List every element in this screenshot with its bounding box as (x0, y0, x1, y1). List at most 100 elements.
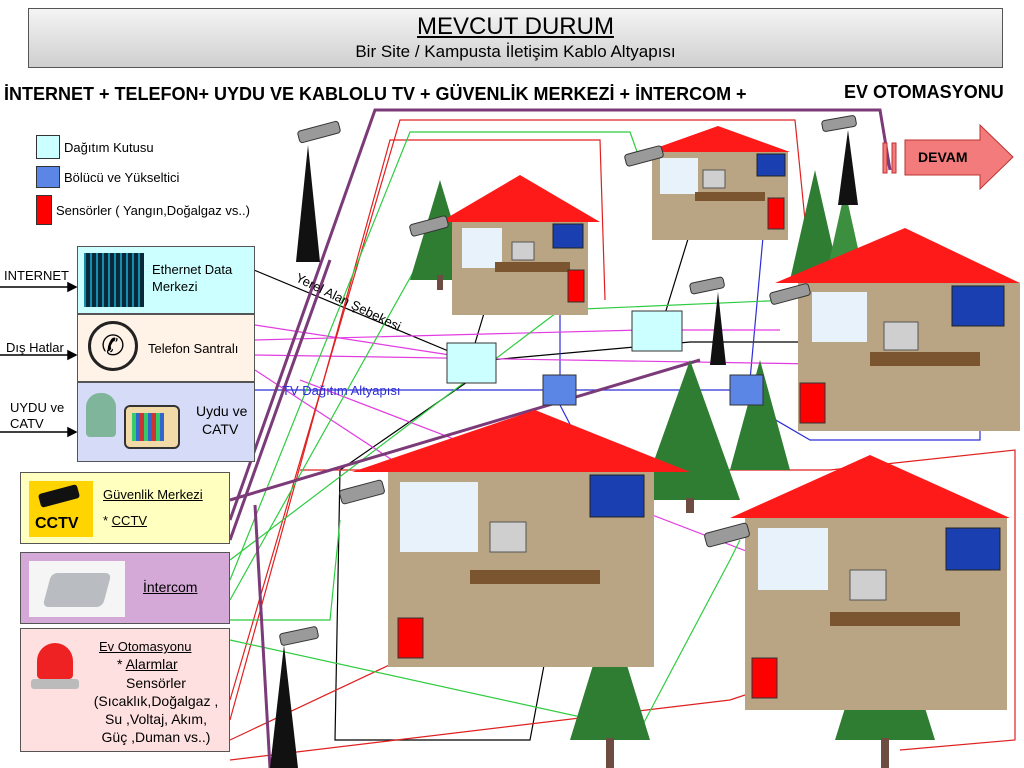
main-trunk (253, 504, 272, 768)
computer-icon (511, 241, 535, 261)
tree (640, 360, 740, 500)
devam-stripe (882, 142, 888, 174)
monitor-icon (945, 527, 1001, 571)
desk (495, 262, 570, 272)
tree (881, 738, 889, 768)
phone-cable (254, 354, 881, 366)
security-item: * CCTV (103, 513, 148, 528)
telefon-label: Telefon Santralı (148, 341, 239, 356)
title-banner: MEVCUT DURUM Bir Site / Kampusta İletişi… (28, 8, 1003, 68)
phone-cable (254, 329, 780, 341)
sensor-cable (229, 119, 806, 701)
desk (870, 352, 980, 366)
house-roof (775, 228, 1020, 283)
legend-swatch (36, 135, 60, 159)
monitor-icon (552, 223, 584, 249)
legend-swatch (36, 195, 52, 225)
intercom-phone-icon (29, 561, 125, 617)
houses (352, 126, 1020, 710)
page-subtitle: Bir Site / Kampusta İletişim Kablo Altya… (355, 42, 676, 61)
devam-arrow[interactable] (882, 123, 1014, 191)
legend: Dağıtım Kutusu Bölücü ve Yükseltici Sens… (36, 135, 250, 225)
cctv-camera-icon (704, 522, 750, 548)
distribution-box (446, 342, 497, 384)
tv-icon (124, 405, 180, 449)
security-center-panel: CCTV Güvenlik Merkezi * CCTV (20, 472, 230, 544)
sensor-box (767, 197, 785, 230)
distribution-box (631, 310, 683, 352)
ethernet-label-2: Merkezi (152, 279, 198, 294)
monitor-icon (589, 474, 645, 518)
window-icon (400, 482, 478, 552)
desk (470, 570, 600, 584)
devam-label[interactable]: DEVAM (918, 149, 968, 165)
services-line: İNTERNET + TELEFON+ UYDU VE KABLOLU TV +… (4, 84, 747, 104)
network-nodes (446, 310, 764, 406)
sensor-cable (229, 139, 606, 721)
legend-item-splitter: Bölücü ve Yükseltici (36, 165, 250, 189)
main-trunk (228, 259, 332, 541)
sensor-line: Su ,Voltaj, Akım, (105, 711, 207, 727)
intercom-title[interactable]: İntercom (143, 579, 198, 595)
tree (606, 738, 614, 768)
telephone-exchange: ✆ Telefon Santralı (77, 314, 255, 382)
page-title: MEVCUT DURUM (417, 13, 614, 40)
sensor-box (567, 269, 585, 303)
camera-pole (838, 130, 858, 205)
security-cable (229, 539, 741, 731)
window-icon (758, 528, 828, 590)
cctv-camera-icon (409, 215, 449, 237)
cctv-camera-icon (297, 120, 341, 144)
devam-arrow-shape[interactable] (904, 123, 1014, 191)
phone-icon: ✆ (88, 321, 138, 371)
satellite-catv: Uydu ve CATV (77, 382, 255, 462)
camera-pole (296, 145, 320, 262)
sensor-description: Sensörler (Sıcaklık,Doğalgaz , Su ,Volta… (81, 674, 231, 746)
uydu-label-1: Uydu ve (196, 403, 248, 419)
input-arrow (67, 349, 78, 361)
main-trunk (228, 108, 892, 521)
ethernet-label-1: Ethernet Data (152, 262, 233, 277)
sensor-line: Sensörler (126, 675, 186, 691)
cctv-badge: CCTV (35, 515, 79, 532)
intercom-panel: İntercom (20, 552, 230, 624)
computer-icon (849, 569, 887, 601)
data-matrix-icon (84, 253, 144, 307)
alarm-link[interactable]: Alarmlar (125, 656, 178, 672)
house-roof (352, 410, 690, 472)
cctv-link[interactable]: CCTV (111, 513, 148, 528)
cables (228, 108, 1020, 768)
cctv-camera-icon (339, 479, 385, 505)
legend-swatch (36, 166, 60, 188)
legend-label: Sensörler ( Yangın,Doğalgaz vs..) (56, 202, 250, 218)
computer-icon (489, 521, 527, 553)
input-arrow (67, 281, 78, 293)
tree (570, 610, 650, 740)
sensor-cable (229, 689, 761, 761)
security-title: Güvenlik Merkezi (103, 487, 203, 502)
alarm-item: * Alarmlar (117, 656, 178, 672)
house-roof (645, 126, 790, 152)
input-arrows (0, 281, 78, 438)
monitor-icon (951, 285, 1005, 327)
splitter-box (542, 374, 577, 406)
house-roof (730, 455, 1010, 518)
cctv-camera-icon (689, 276, 725, 295)
sensor-box (397, 617, 424, 659)
camera-pole (270, 645, 298, 768)
uydu-label-2: CATV (202, 421, 239, 437)
input-label-internet: INTERNET (4, 268, 69, 283)
camera-pole (710, 292, 726, 365)
window-icon (812, 292, 867, 342)
input-label-dis-hatlar: Dış Hatlar (6, 340, 64, 355)
automation-title: Ev Otomasyonu (99, 639, 192, 654)
splitter-box (729, 374, 764, 406)
input-label-uydu-1: UYDU ve (10, 400, 65, 415)
tree (730, 360, 790, 470)
computer-icon (702, 169, 726, 189)
phone-cable (254, 324, 451, 356)
services-extra: EV OTOMASYONU (844, 82, 1004, 102)
satellite-dish-icon (86, 393, 116, 437)
cctv-icon: CCTV (29, 481, 93, 537)
home-automation-panel: Ev Otomasyonu * Alarmlar Sensörler (Sıca… (20, 628, 230, 752)
